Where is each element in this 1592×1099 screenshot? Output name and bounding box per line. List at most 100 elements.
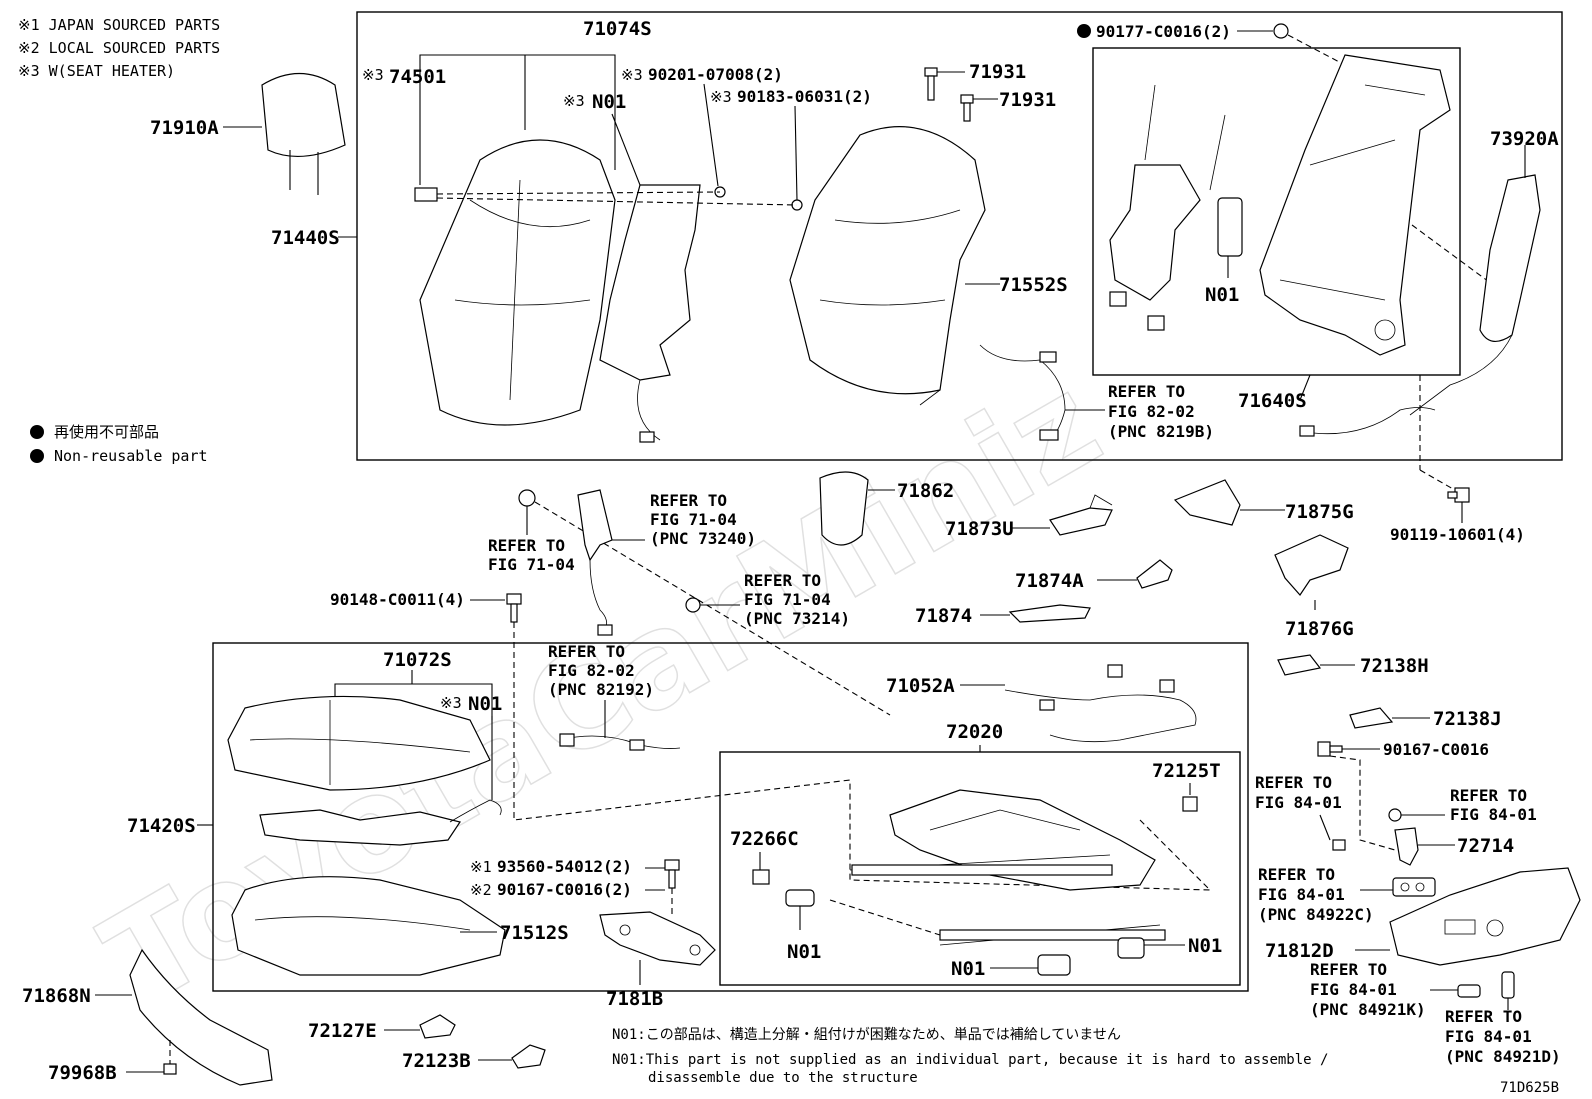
seatbelt-anchor-part[interactable]: [518, 489, 536, 507]
part-label-74501[interactable]: 74501: [389, 66, 446, 88]
part-label-71552S[interactable]: 71552S: [999, 274, 1068, 296]
connector-84-01-a-part[interactable]: [1332, 839, 1346, 851]
part-label-71440S[interactable]: 71440S: [271, 227, 340, 249]
cover-71874A-part[interactable]: [1136, 559, 1173, 589]
part-label-71862[interactable]: 71862: [897, 480, 954, 502]
cushion-shield-71868N-part[interactable]: [129, 948, 273, 1086]
part-label-90119[interactable]: 90119-10601(4): [1390, 525, 1525, 544]
cushion-cover-part[interactable]: [227, 695, 491, 791]
motor-N01e-part[interactable]: [1117, 937, 1145, 959]
part-label-71874[interactable]: 71874: [915, 605, 972, 627]
part-label-71874A[interactable]: 71874A: [1015, 570, 1084, 592]
part-label-71072S[interactable]: 71072S: [383, 649, 452, 671]
part-label-71931b[interactable]: 71931: [999, 89, 1056, 111]
part-label-71875G[interactable]: 71875G: [1285, 501, 1354, 523]
part-label-71873U[interactable]: 71873U: [945, 518, 1014, 540]
switch-84922C-part[interactable]: [1392, 877, 1436, 897]
part-label-N01b[interactable]: N01: [1205, 284, 1239, 306]
cover-71873U-part[interactable]: [1049, 494, 1113, 536]
part-label-N01e[interactable]: N01: [1188, 935, 1222, 957]
part-label-73920A[interactable]: 73920A: [1490, 128, 1559, 150]
clip-90177-part[interactable]: [1273, 23, 1289, 39]
seatback-pad-part[interactable]: [789, 126, 986, 406]
part-label-72020[interactable]: 72020: [946, 721, 1003, 743]
seatback-heater-part[interactable]: [599, 184, 701, 443]
cover-72138H-part[interactable]: [1277, 654, 1322, 676]
clip-79968B-part[interactable]: [163, 1040, 177, 1075]
refer-84-01-a[interactable]: REFER TO FIG 84-01: [1255, 773, 1342, 812]
part-label-N01a[interactable]: N01: [592, 91, 626, 113]
bolt-90148-part[interactable]: [506, 593, 522, 623]
part-label-79968B[interactable]: 79968B: [48, 1062, 117, 1084]
clip-84-01-b-part[interactable]: [1388, 808, 1402, 822]
harness-71052A-part[interactable]: [1004, 664, 1197, 743]
refer-8219B[interactable]: REFER TO FIG 82-02 (PNC 8219B): [1108, 382, 1214, 441]
refer-71-04-a[interactable]: REFER TO FIG 71-04: [488, 536, 575, 574]
refer-82192[interactable]: REFER TO FIG 82-02 (PNC 82192): [548, 642, 654, 699]
part-label-72123B[interactable]: 72123B: [402, 1050, 471, 1072]
part-label-71868N[interactable]: 71868N: [22, 985, 91, 1007]
cover-71876G-part[interactable]: [1274, 534, 1349, 596]
part-label-90201[interactable]: 90201-07008(2): [648, 65, 783, 84]
part-label-93560[interactable]: 93560-54012(2): [497, 857, 632, 876]
motor-N01d-part[interactable]: [785, 889, 815, 907]
bracket-72714-part[interactable]: [1394, 827, 1419, 866]
clip-73214-part[interactable]: [685, 597, 701, 613]
part-label-71420S[interactable]: 71420S: [127, 815, 196, 837]
knob-84921D-part[interactable]: [1501, 971, 1515, 999]
part-label-N01d[interactable]: N01: [787, 941, 821, 963]
buckle-part[interactable]: [577, 489, 613, 636]
harness-82192-part[interactable]: [559, 733, 681, 751]
refer-84-01-c[interactable]: REFER TO FIG 84-01 (PNC 84922C): [1258, 865, 1374, 924]
bolt-93560-part[interactable]: [664, 859, 680, 889]
frame-harness-part[interactable]: [1299, 407, 1436, 437]
clip-72127E-part[interactable]: [419, 1014, 456, 1039]
cover-71862-part[interactable]: [819, 471, 869, 546]
bolt-90119-part[interactable]: [1447, 487, 1470, 503]
part-label-71812D[interactable]: 71812D: [1265, 940, 1334, 962]
bracket-7181B-part[interactable]: [599, 911, 716, 966]
part-label-71512S[interactable]: 71512S: [500, 922, 569, 944]
part-label-7181B[interactable]: 7181B: [606, 988, 663, 1010]
part-label-72266C[interactable]: 72266C: [730, 828, 799, 850]
part-label-71074S[interactable]: 71074S: [583, 18, 652, 40]
knob-84921K-part[interactable]: [1457, 984, 1481, 998]
cushion-pad-part[interactable]: [231, 876, 506, 976]
clip-72266C-part[interactable]: [752, 869, 770, 885]
sensor-72125T-part[interactable]: [1182, 796, 1198, 812]
lumbar-bracket-part[interactable]: [1109, 84, 1226, 331]
part-label-71640S[interactable]: 71640S: [1238, 390, 1307, 412]
part-label-72714[interactable]: 72714: [1457, 835, 1514, 857]
clip-90167-part[interactable]: [1317, 741, 1343, 757]
part-label-71910A[interactable]: 71910A: [150, 117, 219, 139]
part-label-90148[interactable]: 90148-C0011(4): [330, 590, 465, 609]
cushion-heater-part[interactable]: [259, 799, 502, 846]
cover-72138J-part[interactable]: [1349, 707, 1394, 729]
part-label-72138H[interactable]: 72138H: [1360, 655, 1429, 677]
part-label-71876G[interactable]: 71876G: [1285, 618, 1354, 640]
part-label-N01f[interactable]: N01: [951, 958, 985, 980]
part-label-71052A[interactable]: 71052A: [886, 675, 955, 697]
part-label-N01c[interactable]: N01: [468, 693, 502, 715]
part-label-90167a[interactable]: 90167-C0016: [1383, 740, 1489, 759]
part-label-90167b[interactable]: 90167-C0016(2): [497, 880, 632, 899]
refer-84-01-d[interactable]: REFER TO FIG 84-01 (PNC 84921K): [1310, 960, 1426, 1019]
cover-71874-part[interactable]: [1008, 604, 1091, 623]
refer-71-04-b[interactable]: REFER TO FIG 71-04 (PNC 73240): [650, 491, 756, 548]
seatback-cover-part[interactable]: [419, 139, 616, 426]
refer-84-01-b[interactable]: REFER TO FIG 84-01: [1450, 786, 1537, 824]
connector-74501-part[interactable]: [414, 187, 438, 202]
harness-8219B-part[interactable]: [979, 344, 1066, 441]
side-shield-71812D-part[interactable]: [1389, 867, 1581, 966]
cover-71875G-part[interactable]: [1173, 479, 1241, 526]
part-label-72138J[interactable]: 72138J: [1433, 708, 1502, 730]
part-label-72125T[interactable]: 72125T: [1152, 760, 1221, 782]
motor-N01f-part[interactable]: [1037, 954, 1071, 976]
part-label-90183[interactable]: 90183-06031(2): [737, 87, 872, 106]
seatback-frame-part[interactable]: [1259, 54, 1451, 356]
headrest-part[interactable]: [261, 72, 346, 196]
part-label-71931a[interactable]: 71931: [969, 61, 1026, 83]
refer-71-04-c[interactable]: REFER TO FIG 71-04 (PNC 73214): [744, 571, 850, 628]
side-airbag-part[interactable]: [1409, 174, 1541, 416]
pin-71931-part[interactable]: [924, 67, 974, 122]
